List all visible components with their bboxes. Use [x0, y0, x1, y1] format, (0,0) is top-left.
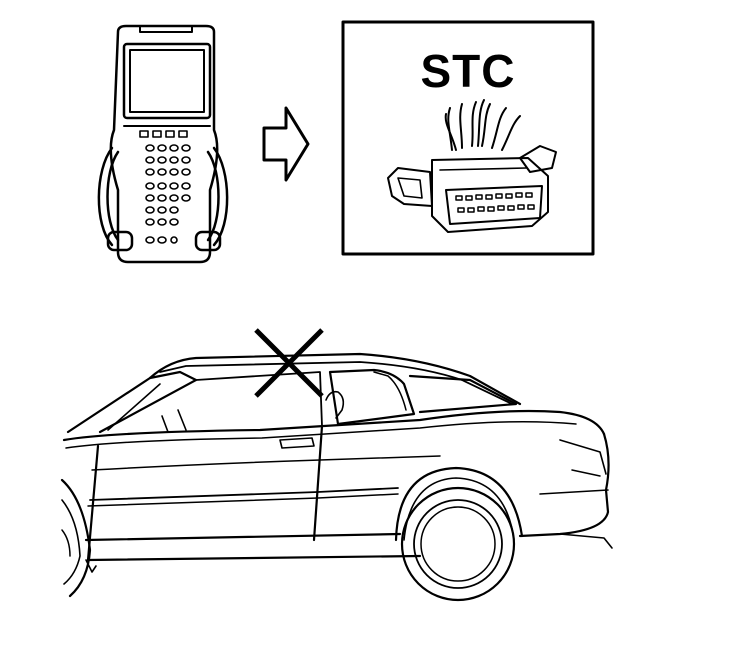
cross-mark-icon: [254, 328, 324, 398]
convertible-car-icon: [60, 352, 613, 602]
stc-label: STC: [420, 45, 516, 97]
scan-tool-icon: [97, 24, 229, 264]
connector-box: [341, 20, 595, 256]
obd-connector-icon: [387, 99, 557, 233]
arrow-right-icon: [262, 106, 310, 182]
